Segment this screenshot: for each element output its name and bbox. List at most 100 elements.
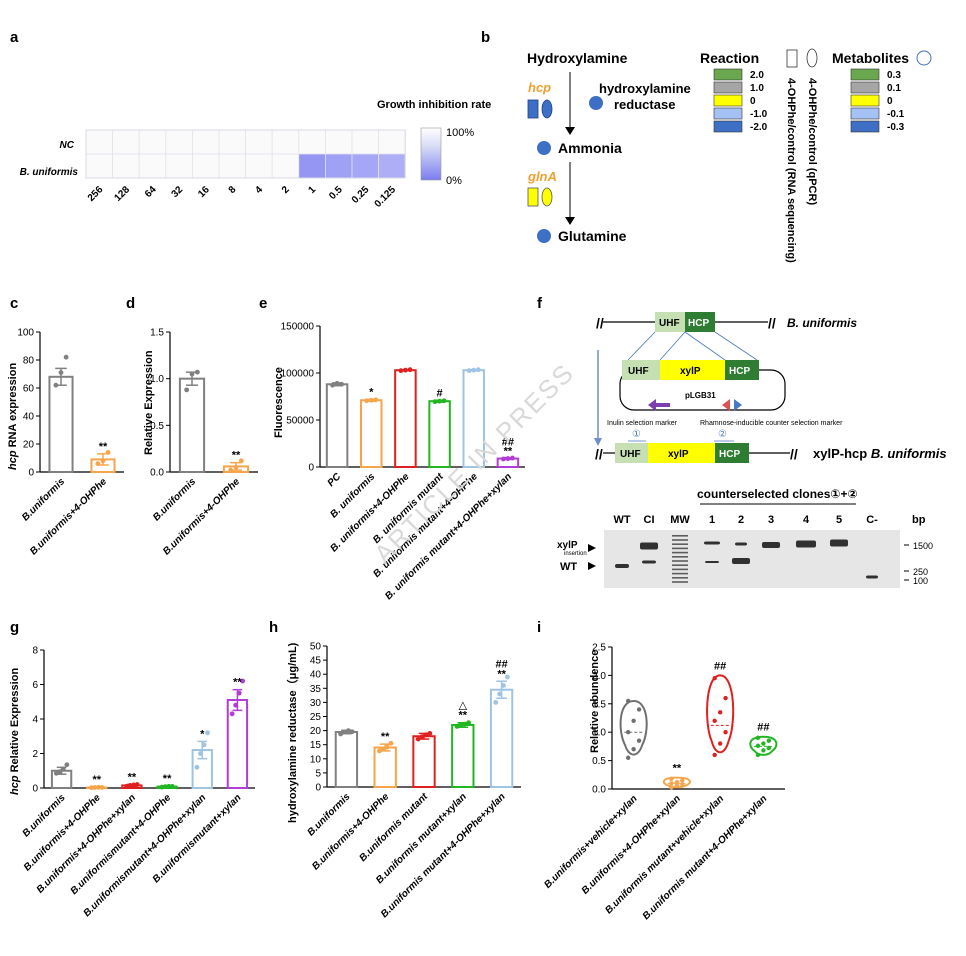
data-point (134, 782, 140, 787)
data-point (364, 398, 370, 404)
heatmap-cell (298, 153, 326, 179)
significance-mark: # (437, 387, 443, 399)
y-tick-label: 0.0 (592, 785, 606, 796)
data-point (437, 398, 442, 404)
data-point (717, 741, 723, 746)
heatmap-border (85, 129, 406, 179)
significance-mark-top: △ (459, 700, 468, 712)
y-tick-label: 1.0 (592, 728, 606, 739)
violin (706, 674, 735, 754)
metabolite-legend-value: -0.3 (887, 122, 905, 133)
break-mark-bottom-right: // (790, 446, 798, 462)
result-construct-label: xylP-hcp B. uniformis (813, 446, 947, 461)
ylabel-g-rest: Relative Expression (9, 668, 21, 776)
primer-1: ① (632, 429, 641, 440)
metabolite-legend-swatch (850, 120, 880, 133)
uhf-label-plasmid: UHF (628, 366, 649, 377)
axis-ylabel-c: hcp RNA expression (7, 363, 19, 470)
legend-rna-label: 4-OHPhe/control (RNA sequencing) (785, 78, 797, 263)
hcp-block-bottom (715, 443, 749, 463)
data-point (510, 455, 515, 461)
reaction-legend-swatch (713, 107, 743, 120)
crossover-line-3 (684, 331, 726, 361)
x-category-label: B.uniformis+4-OHPhe (28, 476, 109, 557)
data-point (625, 730, 631, 735)
data-point (57, 769, 63, 775)
significance-mark: ** (163, 773, 172, 785)
node-reductase-line1: hydroxylamine (599, 81, 691, 96)
data-point (674, 779, 680, 785)
data-point (427, 731, 433, 736)
ladder-band (672, 568, 688, 571)
data-point (669, 781, 674, 786)
panel-letter-h: h (269, 619, 278, 636)
data-point (194, 764, 200, 770)
x-category-label: B.uniformis+4-OHPhe (161, 476, 242, 557)
data-point (500, 456, 506, 462)
legend-rna-box-icon (786, 49, 798, 68)
data-point (342, 729, 347, 735)
metabolite-legend-swatch (850, 94, 880, 107)
reaction-legend-value: -1.0 (750, 109, 768, 120)
y-tick-label: 6 (32, 680, 38, 691)
heatmap-col-label: 128 (112, 184, 132, 204)
significance-mark: ** (381, 731, 390, 743)
xylp-label-plasmid: xylP (680, 366, 701, 377)
legend-qpcr-label: 4-OHPhe/control (qPCR) (806, 78, 818, 205)
data-point (717, 710, 723, 715)
y-tick-label: 150000 (281, 322, 315, 333)
data-point (380, 746, 386, 752)
bar (360, 399, 383, 469)
y-tick-label: 30 (310, 698, 322, 709)
crossover-line-2 (659, 331, 686, 361)
heatmap-cell (351, 153, 380, 179)
hcp-label-plasmid: HCP (729, 366, 750, 377)
data-point (131, 782, 137, 788)
reductase-metabolite-circle (589, 96, 603, 110)
data-point (625, 698, 631, 704)
x-category-label: B.uniformismutant+4-OHPhe+xylan (82, 792, 209, 919)
heatmap-cell (191, 129, 220, 155)
x-category-label: B.uniformis+4-OHPhe (310, 791, 391, 872)
heatmap-col-label: 16 (196, 184, 212, 200)
heatmap-col-label: 4 (253, 184, 265, 196)
bar (48, 375, 74, 473)
data-point (159, 784, 165, 790)
data-point (184, 387, 190, 393)
data-point (712, 718, 717, 724)
bar (428, 400, 451, 469)
rhamnose-marker-label: Rhamnose-inducible counter selection mar… (700, 420, 843, 427)
data-point (475, 367, 481, 373)
panel-letter-d: d (126, 295, 135, 312)
band-label-insertion: insertion (564, 551, 587, 557)
inulin-marker-label: Inulin selection marker (607, 420, 678, 427)
data-point (189, 371, 195, 377)
result-species: B. uniformis (871, 446, 947, 461)
gel-band (704, 541, 720, 545)
data-point (205, 730, 210, 736)
bar (373, 746, 397, 789)
y-tick-label: 8 (32, 646, 38, 657)
data-point (339, 381, 345, 387)
ladder-band (672, 572, 688, 575)
gel-band (640, 542, 658, 550)
reaction-legend-value: 1.0 (750, 83, 764, 94)
heatmap-cell (271, 129, 300, 155)
panel-letter-i: i (537, 619, 541, 636)
node-hydroxylamine: Hydroxylamine (527, 50, 628, 66)
data-point (233, 464, 239, 470)
legend-metabolites-title: Metabolites (832, 50, 909, 66)
bp-mark-1500: 1500 (913, 541, 933, 551)
data-point (471, 367, 477, 373)
data-point (127, 783, 133, 788)
heatmap-cell (191, 153, 220, 179)
data-point (669, 776, 674, 781)
hcp-qpcr-ellipse (541, 99, 553, 119)
data-point (415, 736, 421, 742)
heatmap-cell (218, 129, 247, 155)
gel-band (762, 542, 780, 548)
xylp-block-bottom (648, 443, 715, 463)
data-point (466, 368, 472, 374)
xylp-label-bottom: xylP (668, 449, 689, 460)
panel-letter-e: e (259, 295, 267, 312)
